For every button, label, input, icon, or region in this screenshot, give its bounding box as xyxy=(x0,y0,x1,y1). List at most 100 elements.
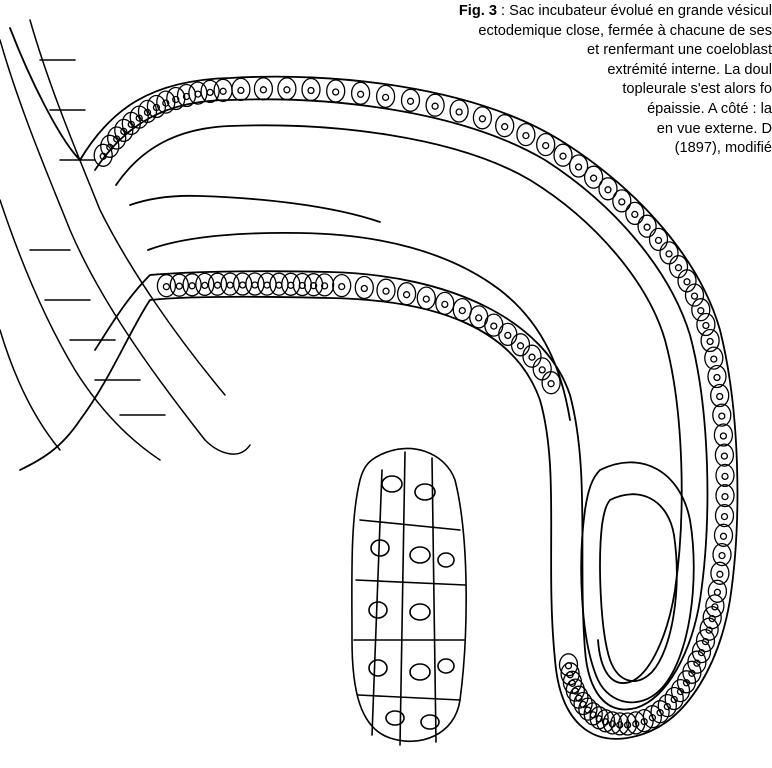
cell xyxy=(254,78,272,100)
cell-nucleus xyxy=(476,315,482,321)
cell xyxy=(716,485,734,507)
cell xyxy=(214,79,232,101)
cell xyxy=(703,607,721,629)
cell xyxy=(670,256,688,278)
cell xyxy=(714,424,732,446)
cell-nucleus xyxy=(529,354,535,360)
cell xyxy=(697,314,715,336)
cell xyxy=(316,274,334,296)
cell-nucleus xyxy=(721,453,727,459)
figure-label: Fig. 3 xyxy=(459,3,497,19)
cell xyxy=(626,202,644,224)
cell-nucleus xyxy=(719,553,725,559)
cell-nucleus xyxy=(676,265,682,271)
cell xyxy=(700,618,718,640)
cell-nucleus xyxy=(361,286,367,292)
cell-cluster xyxy=(352,448,466,745)
cell-nucleus xyxy=(656,237,662,243)
cell xyxy=(305,274,323,296)
cell-nucleus xyxy=(215,282,221,288)
cell-nucleus xyxy=(220,88,226,94)
cell xyxy=(101,135,119,157)
caption-line-5: topleurale s'est alors fo xyxy=(302,80,772,100)
cell-nucleus xyxy=(404,292,410,298)
cell xyxy=(638,215,656,237)
cell xyxy=(355,277,373,299)
cell-nucleus xyxy=(539,367,545,373)
cell xyxy=(523,345,541,367)
cell-nucleus xyxy=(721,533,727,539)
cell-nucleus xyxy=(264,282,270,288)
caption-line-3: et renfermant une coeloblast xyxy=(302,41,772,61)
cell xyxy=(293,274,311,296)
cell-nucleus xyxy=(717,394,723,400)
cell-nucleus xyxy=(383,288,389,294)
cell xyxy=(333,275,351,297)
cell xyxy=(599,178,617,200)
cell xyxy=(660,242,678,264)
cell-nucleus xyxy=(238,87,244,93)
cell-nucleus xyxy=(644,224,650,230)
cell-nucleus xyxy=(518,343,524,349)
cell xyxy=(436,292,454,314)
cell xyxy=(417,287,435,309)
cell-nucleus xyxy=(703,323,709,329)
cell-nucleus xyxy=(722,514,728,520)
cell-nucleus xyxy=(711,356,717,362)
cell-nucleus xyxy=(207,89,213,95)
cell xyxy=(716,505,734,527)
cell xyxy=(512,334,530,356)
cell-nucleus xyxy=(505,332,511,338)
cell-nucleus xyxy=(227,282,233,288)
cell-nucleus xyxy=(189,283,195,289)
cell-nucleus xyxy=(591,175,597,181)
left-epithelium xyxy=(0,20,250,460)
cell-nucleus xyxy=(176,283,182,289)
cell-nucleus xyxy=(720,433,726,439)
caption-line-2: ectodemique close, fermée à chacune de s… xyxy=(302,22,772,42)
cell xyxy=(711,385,729,407)
cell-nucleus xyxy=(684,279,690,285)
cell xyxy=(167,88,185,110)
cell-nucleus xyxy=(722,473,728,479)
figure-caption: Fig. 3 : Sac incubateur évolué en grande… xyxy=(302,2,772,159)
cell-nucleus xyxy=(491,323,497,329)
cell-nucleus xyxy=(240,282,246,288)
caption-line-7: en vue externe. D xyxy=(302,120,772,140)
cell xyxy=(715,444,733,466)
caption-line-8: (1897), modifié xyxy=(302,139,772,159)
cell xyxy=(453,299,471,321)
cell-nucleus xyxy=(276,282,282,288)
cell-nucleus xyxy=(666,251,672,257)
caption-line-6: épaissie. A côté : la xyxy=(302,100,772,120)
cell-nucleus xyxy=(692,293,698,299)
cell-nucleus xyxy=(339,284,345,290)
cell-nucleus xyxy=(442,301,448,307)
cell xyxy=(377,279,395,301)
caption-line-4: extrémité interne. La doul xyxy=(302,61,772,81)
cell xyxy=(282,273,300,295)
cell xyxy=(278,78,296,100)
cell-nucleus xyxy=(260,87,266,93)
cell-nucleus xyxy=(566,663,572,669)
cell-nucleus xyxy=(252,282,258,288)
cell-nucleus xyxy=(576,164,582,170)
cell xyxy=(542,372,560,394)
cell-nucleus xyxy=(722,494,728,500)
cell xyxy=(533,358,551,380)
cell-nucleus xyxy=(619,199,625,205)
cell-nucleus xyxy=(714,375,720,381)
cell xyxy=(613,190,631,212)
cell-nucleus xyxy=(719,413,725,419)
cell xyxy=(715,524,733,546)
cell-nucleus xyxy=(548,381,554,387)
cell xyxy=(189,82,207,104)
cell-nucleus xyxy=(605,187,611,193)
sac-cells xyxy=(94,78,734,735)
cell-nucleus xyxy=(202,282,208,288)
cell-nucleus xyxy=(459,308,465,314)
cell xyxy=(398,283,416,305)
cell-nucleus xyxy=(423,296,429,302)
cell xyxy=(178,85,196,107)
cell-nucleus xyxy=(284,87,290,93)
